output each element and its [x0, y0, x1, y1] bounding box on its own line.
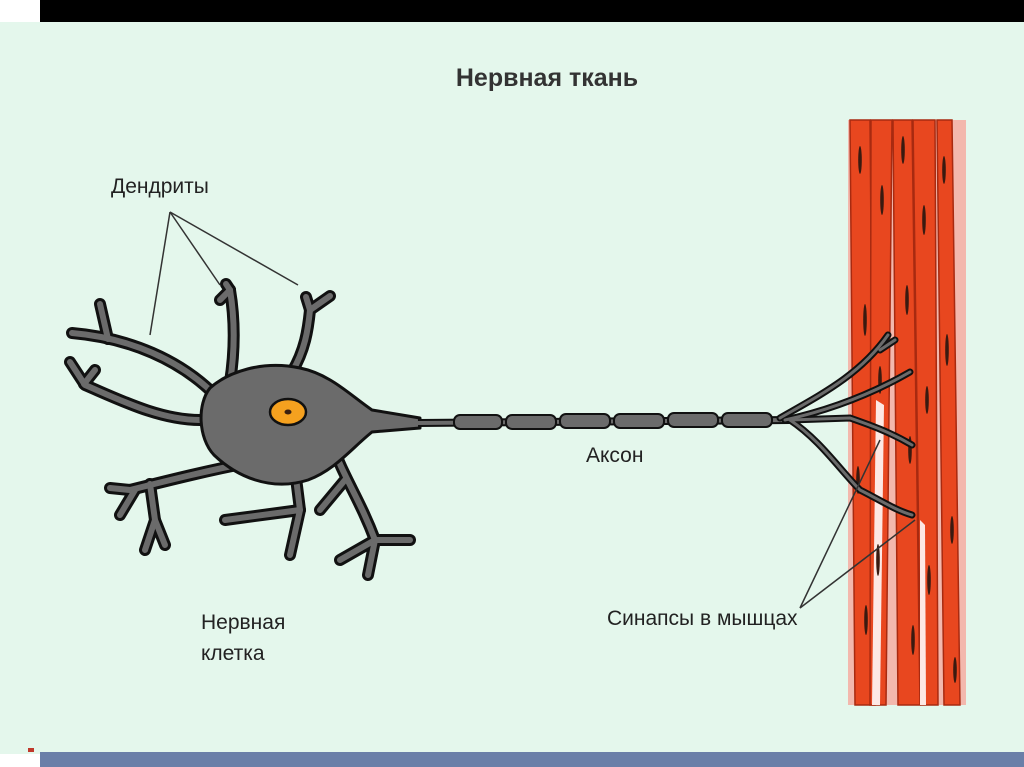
muscle-fibers: [848, 119, 966, 706]
nerve-cell-label-line2: клетка: [201, 642, 265, 665]
axon: [417, 412, 791, 430]
top-bar: [40, 0, 1024, 22]
bottom-bar: [40, 752, 1024, 767]
dendrites-label: Дендриты: [111, 175, 209, 198]
axon-label: Аксон: [586, 444, 644, 467]
corner-mark: [28, 748, 34, 752]
page-title: Нервная ткань: [455, 64, 639, 92]
synapses-label: Синапсы в мышцах: [607, 607, 798, 630]
dendrites: [64, 278, 416, 581]
pointer-lines: [149, 211, 916, 609]
cell-body: [199, 363, 422, 486]
nucleolus: [284, 409, 292, 415]
nerve-cell-label: Нервная клетка: [201, 607, 285, 669]
nerve-cell-label-line1: Нервная: [201, 611, 286, 634]
